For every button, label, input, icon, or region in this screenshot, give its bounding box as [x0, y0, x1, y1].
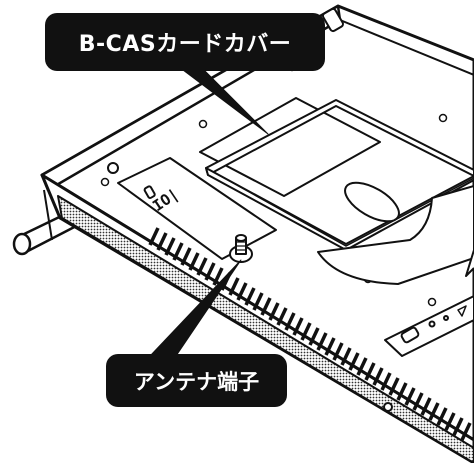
bcas-card — [205, 99, 474, 251]
button-strip — [383, 295, 474, 412]
round-base — [317, 185, 474, 285]
bcas-card-cover-callout: B-CASカードカバー — [45, 13, 325, 71]
antenna-terminal-label: アンテナ端子 — [133, 369, 260, 394]
bcas-card-cover-label: B-CASカードカバー — [78, 32, 292, 57]
speaker-grille — [57, 195, 474, 463]
bcas-card-cover — [199, 97, 381, 197]
led-indicator — [107, 162, 119, 174]
antenna-terminal — [229, 234, 253, 263]
antenna-terminal-callout: アンテナ端子 — [106, 354, 287, 407]
connector-panel — [107, 157, 277, 260]
vent-slots — [148, 227, 472, 441]
